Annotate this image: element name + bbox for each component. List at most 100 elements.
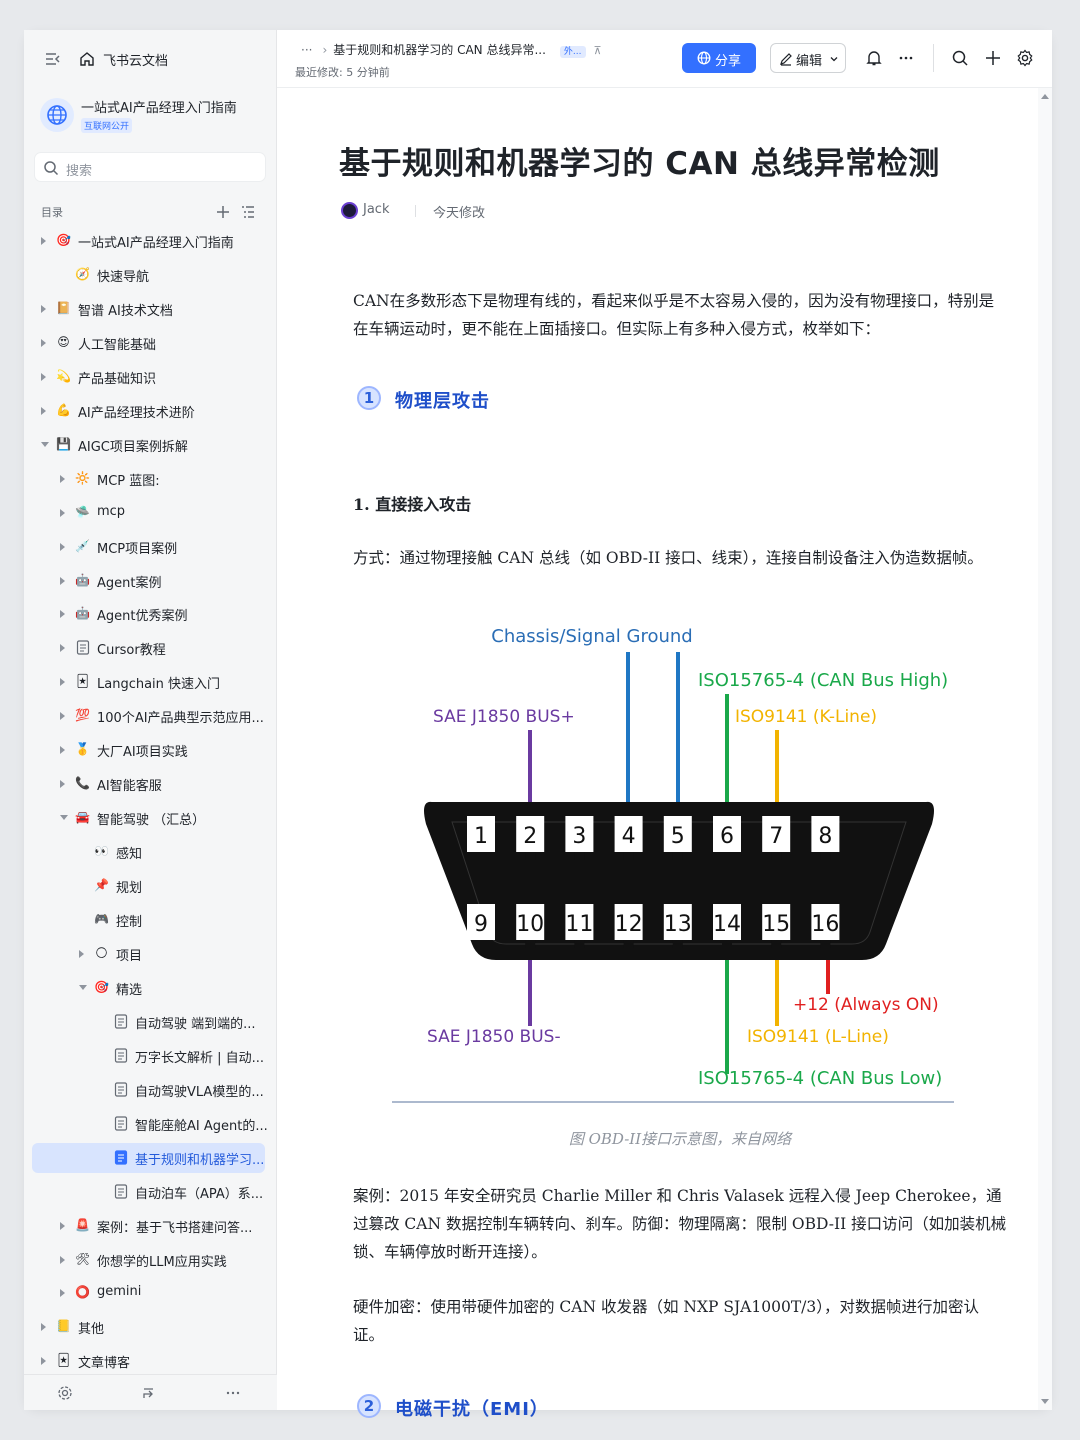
sidebar-item[interactable]: 😍人工智能基础 — [32, 328, 265, 358]
edit-mode-button[interactable]: 编辑 — [770, 43, 846, 73]
chevron-right-icon[interactable] — [60, 678, 65, 687]
sidebar-item[interactable]: 💉MCP项目案例 — [32, 532, 265, 562]
pin-icon[interactable]: ⊼ — [593, 44, 602, 57]
chevron-right-icon[interactable] — [79, 949, 84, 958]
search-icon[interactable] — [951, 49, 969, 67]
sidebar-item[interactable]: 💯100个AI产品典型示范应用... — [32, 701, 265, 731]
bell-icon[interactable] — [865, 49, 883, 67]
sidebar-item[interactable]: 🧭快速导航 — [32, 260, 265, 290]
breadcrumb-title[interactable]: 基于规则和机器学习的 CAN 总线异常... — [333, 43, 546, 57]
emoji-icon: 💾 — [56, 436, 71, 451]
sidebar-item[interactable]: 智能座舱AI Agent的... — [32, 1109, 268, 1139]
avatar[interactable] — [341, 202, 358, 219]
sidebar-item[interactable]: 📌规划 — [32, 871, 265, 901]
pin-box — [467, 816, 495, 852]
pin-number: 7 — [769, 824, 783, 849]
scroll-down-arrow[interactable] — [1041, 1399, 1049, 1404]
breadcrumb-more[interactable]: ··· — [301, 43, 313, 57]
sidebar-item[interactable]: 🃏文章博客 — [32, 1346, 265, 1376]
sidebar-item[interactable]: 👀感知 — [32, 837, 265, 867]
sidebar-item[interactable]: 🎯一站式AI产品经理入门指南 — [32, 226, 265, 256]
chevron-down-icon[interactable] — [60, 815, 68, 821]
chevron-down-icon[interactable] — [41, 441, 49, 447]
sidebar-item-label: 感知 — [116, 847, 143, 863]
sidebar-item[interactable]: 🚨案例：基于飞书搭建问答... — [32, 1211, 265, 1241]
sidebar-item[interactable]: 🤖Agent案例 — [32, 566, 265, 596]
chevron-down-icon[interactable] — [79, 984, 87, 990]
emoji-icon: 🚘 — [75, 810, 90, 825]
chevron-right-icon[interactable] — [41, 237, 46, 245]
chevron-right-icon[interactable] — [60, 1255, 65, 1264]
sidebar-item[interactable]: 💾AIGC项目案例拆解 — [32, 430, 265, 460]
sidebar-item-label: 其他 — [78, 1322, 105, 1338]
label-can-low: ISO15765-4 (CAN Bus Low) — [698, 1068, 942, 1089]
sidebar-item[interactable]: 🌕项目 — [32, 939, 265, 969]
add-page-icon[interactable] — [215, 204, 231, 220]
plus-icon[interactable] — [984, 49, 1002, 67]
sidebar-item[interactable]: 📒其他 — [32, 1312, 265, 1342]
share-button[interactable]: 分享 — [682, 43, 756, 73]
sidebar-item[interactable]: 💫产品基础知识 — [32, 362, 265, 392]
space-header[interactable]: 一站式AI产品经理入门指南 互联网公开 — [38, 94, 268, 136]
sidebar-item[interactable]: 自动驾驶VLA模型的... — [32, 1075, 265, 1105]
sidebar-item[interactable]: 万字长文解析 | 自动... — [32, 1041, 265, 1071]
sidebar-item[interactable]: 🚘智能驾驶 （汇总） — [32, 803, 265, 833]
label-ground: Chassis/Signal Ground — [491, 626, 692, 647]
chevron-right-icon[interactable] — [60, 576, 65, 585]
home-icon[interactable] — [78, 50, 96, 68]
chevron-right-icon[interactable] — [41, 1357, 46, 1366]
chevron-right-icon[interactable] — [60, 780, 65, 789]
sidebar-item[interactable]: 🤖Agent优秀案例 — [32, 599, 265, 629]
sidebar-item[interactable]: 📔智谱 AI技术文档 — [32, 294, 265, 324]
chevron-right-icon[interactable] — [60, 1289, 65, 1298]
sidebar-item[interactable]: 🥇大厂AI项目实践 — [32, 735, 265, 765]
chevron-right-icon[interactable] — [60, 474, 65, 483]
sidebar-item[interactable]: 💪AI产品经理技术进阶 — [32, 396, 265, 426]
sidebar-item-label: MCP 蓝图: — [97, 473, 160, 489]
chevron-right-icon[interactable] — [41, 304, 46, 313]
chevron-right-icon[interactable] — [60, 712, 65, 721]
pin-box — [762, 904, 791, 940]
chevron-right-icon[interactable] — [41, 406, 46, 415]
emoji-icon: 🤖 — [75, 606, 90, 621]
pin-box — [467, 904, 495, 940]
label-12v: +12 (Always ON) — [793, 995, 939, 1015]
document-icon — [75, 640, 90, 655]
brand-label[interactable]: 飞书云文档 — [103, 54, 169, 69]
sidebar-item[interactable]: 🎮控制 — [32, 905, 265, 935]
gear-icon[interactable] — [1016, 49, 1034, 67]
more-options-icon[interactable] — [897, 49, 915, 67]
chevron-right-icon[interactable] — [41, 372, 46, 381]
settings-icon[interactable] — [57, 1385, 73, 1401]
chevron-right-icon[interactable] — [60, 508, 65, 517]
chevron-right-icon[interactable] — [41, 338, 46, 347]
sidebar-item[interactable]: 🛠你想学的LLM应用实践 — [32, 1245, 265, 1275]
pin-box — [811, 904, 840, 940]
sidebar-item[interactable]: Cursor教程 — [32, 633, 265, 663]
collapse-sidebar-icon[interactable] — [44, 50, 62, 68]
sidebar-item[interactable]: 📞AI智能客服 — [32, 769, 265, 799]
sidebar-item-label: Agent案例 — [97, 575, 162, 591]
chevron-right-icon[interactable] — [60, 644, 65, 653]
sidebar-item[interactable]: 🎯精选 — [32, 973, 265, 1003]
sidebar-item[interactable]: 基于规则和机器学习... — [32, 1142, 265, 1173]
sidebar-item[interactable]: 🛸mcp — [32, 498, 265, 528]
chevron-right-icon[interactable] — [60, 542, 65, 551]
search-input[interactable]: 搜索 — [34, 152, 266, 182]
more-icon[interactable] — [225, 1385, 241, 1401]
chevron-right-icon[interactable] — [41, 1323, 46, 1332]
scroll-up-arrow[interactable] — [1041, 94, 1049, 99]
chevron-right-icon[interactable] — [60, 610, 65, 619]
author-name[interactable]: Jack — [363, 202, 390, 217]
sidebar-item[interactable]: 自动泊车（APA）系... — [32, 1177, 265, 1207]
sidebar-item[interactable]: ⭕gemini — [32, 1278, 265, 1308]
sidebar-item[interactable]: 🔆MCP 蓝图: — [32, 464, 265, 494]
outline-list-icon[interactable] — [240, 204, 256, 220]
chevron-right-icon[interactable] — [60, 1221, 65, 1230]
document-icon — [113, 1048, 128, 1063]
share-out-icon[interactable] — [141, 1385, 157, 1401]
sidebar-item[interactable]: 🃏Langchain 快速入门 — [32, 667, 265, 697]
scrollbar[interactable] — [1038, 88, 1052, 1410]
sidebar-item[interactable]: 自动驾驶 端到端的... — [32, 1007, 265, 1037]
chevron-right-icon[interactable] — [60, 746, 65, 755]
